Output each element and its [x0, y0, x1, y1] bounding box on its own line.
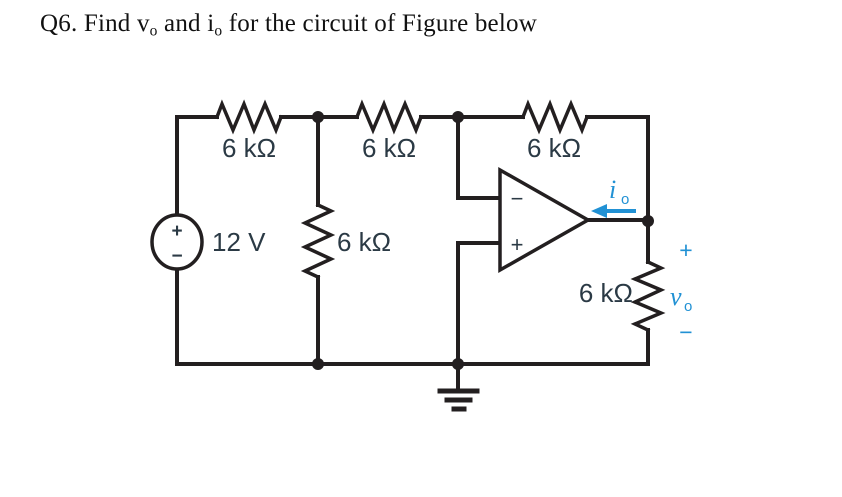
- vo-plus-sign: +: [679, 237, 692, 263]
- junction-dot: [452, 111, 464, 123]
- resistor-load-symbol: [630, 259, 666, 333]
- voltage-source-symbol: [150, 213, 204, 271]
- opamp-noninverting-sign: +: [511, 232, 524, 257]
- title-text: and i: [157, 10, 215, 37]
- junction-dot: [452, 358, 464, 370]
- vo-minus-sign: −: [679, 319, 692, 345]
- opamp-inverting-sign: −: [511, 186, 524, 211]
- resistor-load-label: 6 kΩ: [579, 278, 633, 308]
- io-current-arrow: [591, 204, 636, 218]
- wire-left-rail: [175, 115, 219, 366]
- io-label-subscript: o: [621, 191, 629, 208]
- source-plus-sign: +: [171, 221, 182, 242]
- junction-dots: [312, 111, 654, 370]
- io-label: i: [609, 175, 616, 204]
- junction-dot: [312, 358, 324, 370]
- title-text: Q6. Find v: [40, 10, 150, 37]
- junction-dot: [642, 215, 654, 227]
- opamp-symbol: [498, 166, 592, 274]
- vo-label: v: [670, 282, 682, 311]
- title-subscript-i: o: [214, 22, 223, 40]
- ground-icon: [437, 362, 480, 412]
- wire-inverting-input: [456, 115, 502, 200]
- io-arrow-head: [591, 204, 607, 218]
- resistor-r2-label: 6 kΩ: [362, 133, 416, 163]
- junction-dot: [312, 111, 324, 123]
- title-subscript-v: o: [149, 22, 158, 40]
- resistor-middle-label: 6 kΩ: [337, 227, 391, 257]
- resistor-feedback-symbol: [520, 99, 590, 135]
- wire-feedback-drop: [585, 115, 650, 223]
- resistor-middle-symbol: [300, 202, 336, 280]
- voltage-source-label: 12 V: [212, 227, 266, 257]
- title-text: for the circuit of Figure below: [222, 10, 537, 37]
- resistor-r1-symbol: [214, 99, 284, 135]
- vo-label-subscript: o: [684, 298, 692, 315]
- question-title: Q6. Find vo and io for the circuit of Fi…: [40, 10, 537, 40]
- resistor-r2-symbol: [354, 99, 424, 135]
- wire-noninverting-input: [456, 241, 502, 366]
- wire-bottom-rail: [175, 328, 650, 366]
- source-minus-sign: −: [171, 246, 182, 267]
- resistor-r1-label: 6 kΩ: [222, 133, 276, 163]
- resistor-feedback-label: 6 kΩ: [527, 133, 581, 163]
